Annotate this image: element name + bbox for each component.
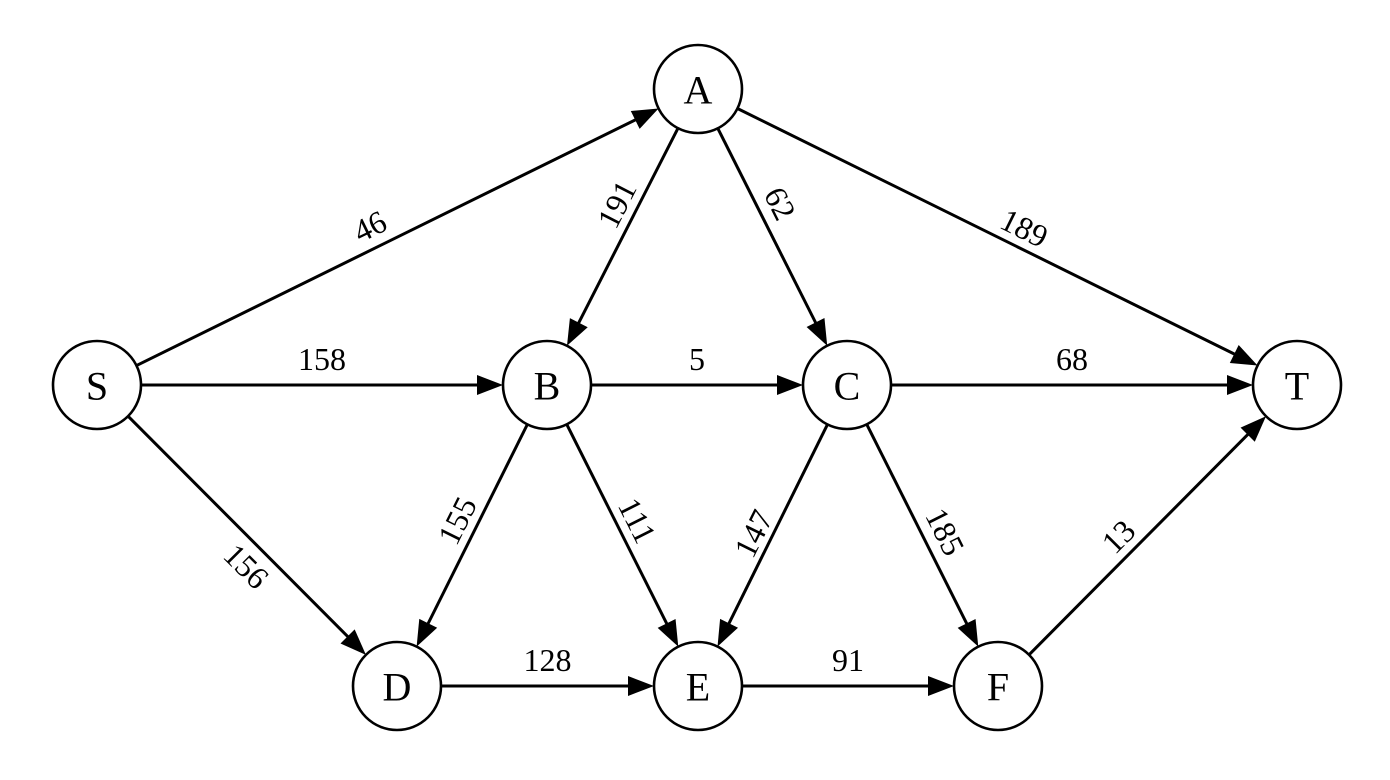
node-label: D	[383, 665, 412, 710]
node-s: S	[51, 339, 143, 431]
arrowhead-icon	[777, 375, 803, 395]
edge-weight-label: 158	[298, 341, 346, 377]
node-circle	[952, 640, 1044, 732]
arrowhead-icon	[1229, 345, 1258, 366]
node-t: T	[1251, 339, 1343, 431]
arrowhead-icon	[1240, 416, 1266, 442]
edge-e-f	[742, 676, 954, 696]
node-label: B	[534, 364, 561, 409]
edge-d-e	[441, 676, 654, 696]
edge-a-t	[736, 107, 1258, 366]
node-circle	[801, 339, 893, 431]
node-f: F	[952, 640, 1044, 732]
node-circle	[652, 43, 744, 135]
node-a: A	[652, 43, 744, 135]
node-label: T	[1285, 364, 1309, 409]
edge-weight-label: 68	[1056, 341, 1088, 377]
node-circle	[1251, 339, 1343, 431]
edge-weight-label: 147	[727, 504, 781, 563]
node-b: B	[501, 339, 593, 431]
node-circle	[501, 339, 593, 431]
arrowhead-icon	[628, 676, 654, 696]
edge-line	[565, 423, 669, 626]
edge-weight-label: 91	[832, 642, 864, 678]
edge-line	[576, 127, 680, 326]
edge-weight-label: 189	[995, 201, 1054, 255]
edge-weight-label: 155	[430, 491, 484, 550]
node-label: E	[686, 665, 710, 710]
edge-line	[716, 127, 818, 325]
edge-line	[726, 423, 829, 626]
edge-b-d	[416, 423, 529, 647]
arrowhead-icon	[657, 618, 679, 647]
node-circle	[652, 640, 744, 732]
arrowhead-icon	[566, 318, 588, 346]
edge-a-c	[716, 127, 828, 346]
edge-b-c	[591, 375, 803, 395]
edge-line	[865, 423, 969, 626]
edge-weight-label: 185	[918, 502, 972, 561]
edges-layer	[126, 107, 1266, 696]
arrowhead-icon	[806, 317, 828, 346]
edge-line	[736, 107, 1237, 357]
edge-line	[1027, 432, 1251, 656]
node-circle	[351, 640, 443, 732]
node-label: F	[987, 665, 1009, 710]
edge-weight-label: 156	[217, 536, 276, 595]
edge-a-b	[566, 127, 680, 346]
arrowhead-icon	[1227, 375, 1253, 395]
node-c: C	[801, 339, 893, 431]
edge-f-t	[1027, 416, 1266, 656]
edge-line	[135, 117, 638, 367]
arrowhead-icon	[957, 618, 979, 647]
nodes-layer: S A B C T D E F	[51, 43, 1343, 732]
edge-c-e	[717, 423, 829, 647]
arrowhead-icon	[477, 375, 503, 395]
edge-b-e	[565, 423, 679, 647]
node-d: D	[351, 640, 443, 732]
edge-weight-label: 191	[590, 175, 644, 234]
node-circle	[51, 339, 143, 431]
arrowhead-icon	[416, 618, 438, 647]
arrowhead-icon	[928, 676, 954, 696]
node-label: S	[86, 364, 108, 409]
arrowhead-icon	[340, 629, 366, 655]
node-e: E	[652, 640, 744, 732]
edge-c-f	[865, 423, 979, 647]
edge-s-a	[135, 108, 659, 367]
edge-weight-label: 5	[689, 341, 705, 377]
edge-s-b	[141, 375, 503, 395]
edge-line	[126, 415, 351, 639]
node-label: A	[684, 68, 713, 113]
edge-weight-label: 13	[1094, 512, 1142, 560]
edge-line	[425, 423, 529, 626]
node-label: C	[834, 364, 861, 409]
arrowhead-icon	[630, 108, 659, 129]
arrowhead-icon	[717, 618, 739, 647]
edge-weight-label: 111	[611, 492, 664, 549]
edge-weight-label: 128	[524, 642, 572, 678]
edge-c-t	[891, 375, 1253, 395]
edge-s-d	[126, 415, 366, 655]
